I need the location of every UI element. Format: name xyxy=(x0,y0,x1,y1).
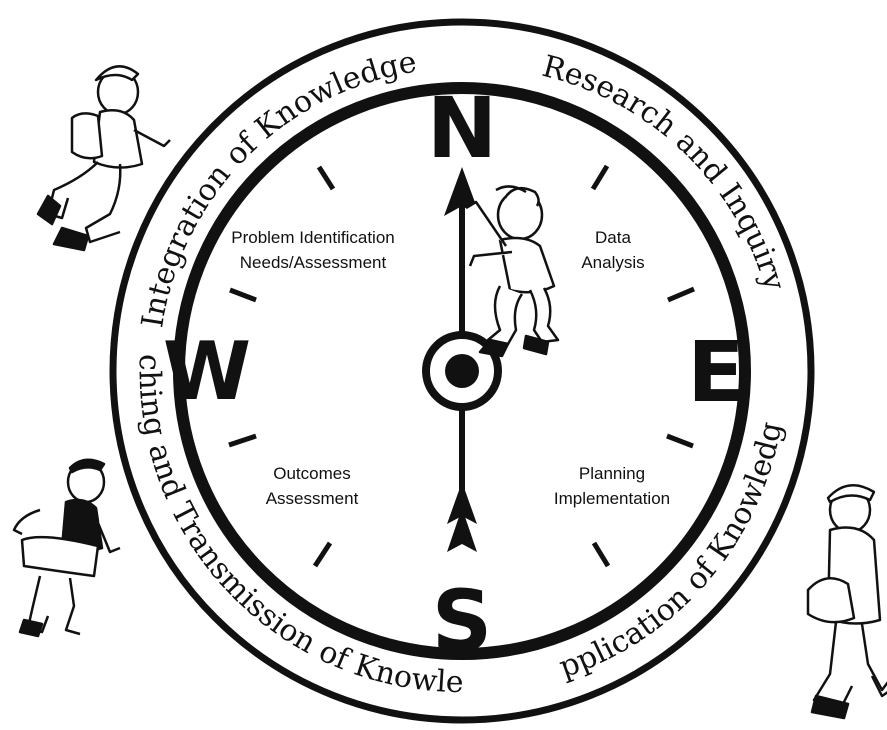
label-needs-assessment: Needs/Assessment xyxy=(240,253,387,272)
south-letter: S xyxy=(432,572,493,670)
label-assessment: Assessment xyxy=(266,489,359,508)
west-letter: W xyxy=(163,325,251,418)
label-problem-identification: Problem Identification xyxy=(231,228,394,247)
tick-marks xyxy=(228,164,695,568)
label-outcomes: Outcomes xyxy=(273,464,350,483)
label-data: Data xyxy=(595,228,631,247)
north-letter: N xyxy=(427,79,497,177)
label-analysis: Analysis xyxy=(581,253,644,272)
label-planning: Planning xyxy=(579,464,645,483)
child-hiker-illustration xyxy=(36,65,171,252)
child-hiker-illustration xyxy=(806,484,887,720)
child-hiker-illustration xyxy=(12,458,121,638)
label-implementation: Implementation xyxy=(554,489,670,508)
needle-tail-fletch-lower xyxy=(447,508,477,552)
needle-pivot-center xyxy=(445,354,479,388)
east-letter: E xyxy=(687,323,744,421)
needle-tail-fletch-upper xyxy=(447,482,477,524)
child-climber-illustration xyxy=(465,185,560,358)
